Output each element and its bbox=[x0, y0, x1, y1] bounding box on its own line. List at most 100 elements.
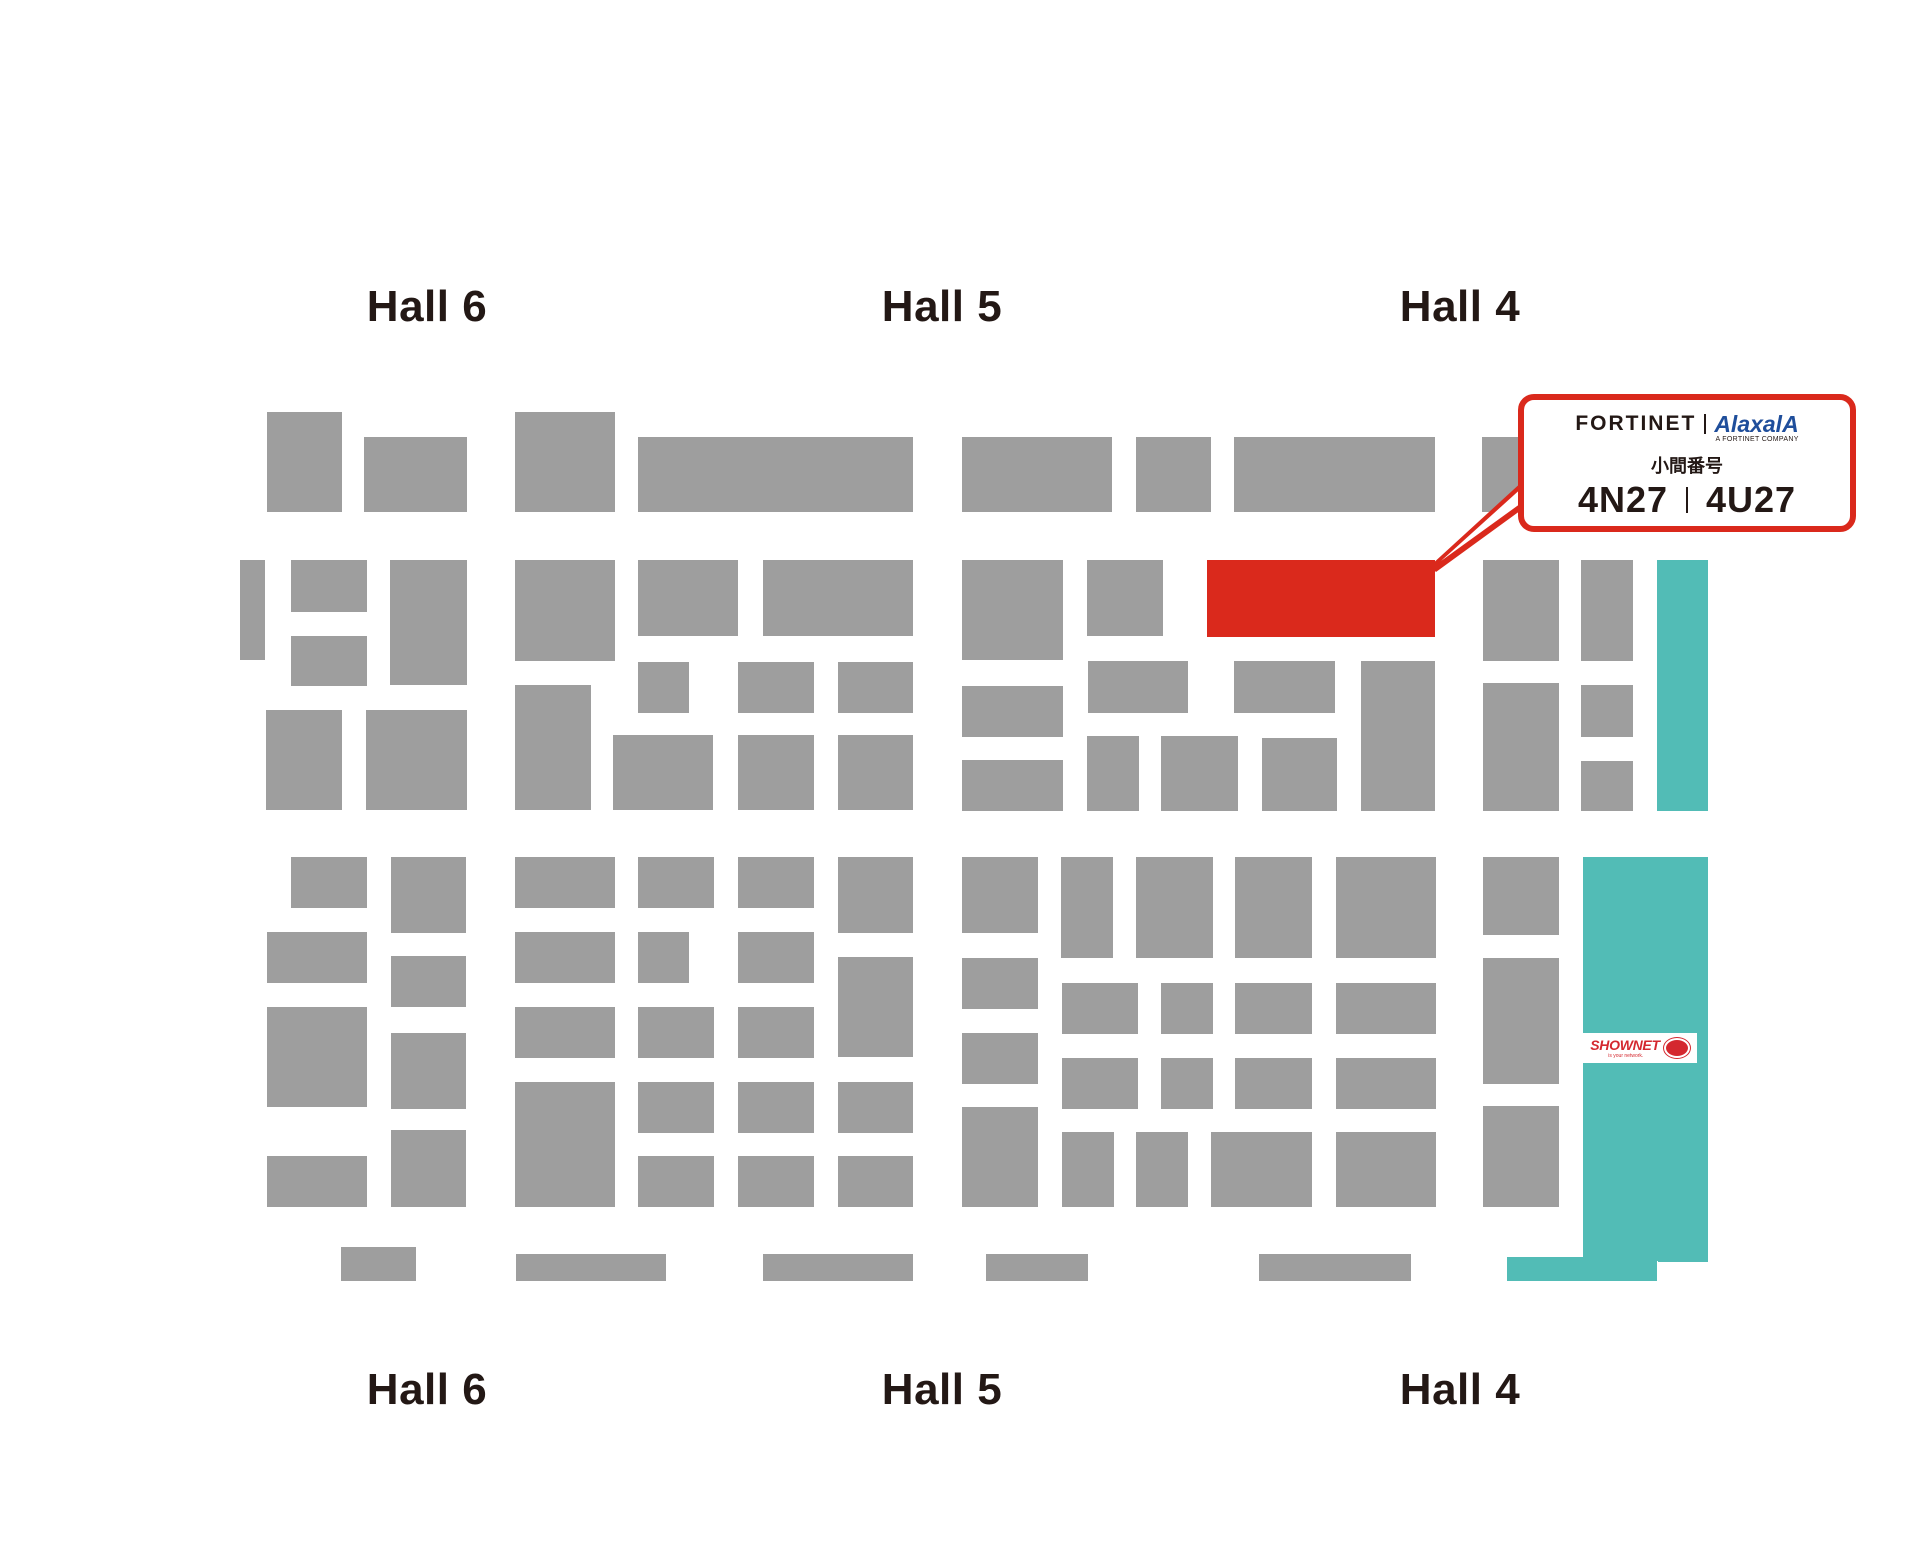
booth[interactable] bbox=[1482, 437, 1522, 512]
booth[interactable] bbox=[738, 1007, 814, 1058]
booth[interactable] bbox=[267, 1156, 367, 1207]
booth[interactable] bbox=[1062, 1132, 1114, 1207]
booth[interactable] bbox=[240, 560, 265, 660]
booth[interactable] bbox=[638, 560, 738, 636]
booth[interactable] bbox=[1483, 1106, 1559, 1207]
booth[interactable] bbox=[838, 735, 913, 810]
booth[interactable] bbox=[1161, 736, 1238, 811]
booth[interactable] bbox=[1483, 683, 1559, 811]
booth[interactable] bbox=[1262, 738, 1337, 811]
booth[interactable] bbox=[738, 932, 814, 983]
hall-5-label-top: Hall 5 bbox=[881, 282, 1003, 331]
booth[interactable] bbox=[1235, 857, 1312, 958]
booth[interactable] bbox=[1336, 857, 1436, 958]
booth[interactable] bbox=[1361, 661, 1435, 811]
booth[interactable] bbox=[763, 560, 913, 636]
booth[interactable] bbox=[366, 710, 467, 810]
booth[interactable] bbox=[1161, 1058, 1213, 1109]
booth[interactable] bbox=[341, 1247, 416, 1281]
booth[interactable] bbox=[738, 857, 814, 908]
booth[interactable] bbox=[1234, 661, 1335, 713]
booth[interactable] bbox=[638, 857, 714, 908]
booth[interactable] bbox=[962, 1107, 1038, 1207]
booth[interactable] bbox=[962, 437, 1112, 512]
booth[interactable] bbox=[738, 1156, 814, 1207]
booth[interactable] bbox=[962, 686, 1063, 737]
booth[interactable] bbox=[838, 1156, 913, 1207]
booth[interactable] bbox=[838, 857, 913, 933]
booth[interactable] bbox=[986, 1254, 1088, 1281]
booth[interactable] bbox=[962, 760, 1063, 811]
booth[interactable] bbox=[364, 437, 467, 512]
booth[interactable] bbox=[1483, 857, 1559, 935]
shownet-tagline: is your network. bbox=[1608, 1052, 1644, 1059]
booth[interactable] bbox=[391, 1033, 466, 1109]
booth[interactable] bbox=[838, 957, 913, 1057]
booth[interactable] bbox=[638, 662, 689, 713]
booth[interactable] bbox=[291, 560, 367, 612]
booth[interactable] bbox=[763, 1254, 913, 1281]
booth[interactable] bbox=[638, 932, 689, 983]
booth[interactable] bbox=[391, 956, 466, 1007]
booth[interactable] bbox=[1062, 1058, 1138, 1109]
booth[interactable] bbox=[1088, 661, 1188, 713]
booth[interactable] bbox=[515, 560, 615, 661]
booth[interactable] bbox=[1235, 1058, 1312, 1109]
booth[interactable] bbox=[515, 1007, 615, 1058]
booth[interactable] bbox=[1581, 560, 1633, 661]
booth[interactable] bbox=[1062, 983, 1138, 1034]
booth[interactable] bbox=[1336, 1132, 1436, 1207]
booth[interactable] bbox=[515, 932, 615, 983]
booth[interactable] bbox=[515, 685, 591, 810]
booth[interactable] bbox=[638, 1156, 714, 1207]
booth[interactable] bbox=[515, 1082, 615, 1207]
booth[interactable] bbox=[738, 662, 814, 713]
booth[interactable] bbox=[1336, 983, 1436, 1034]
hall-5-label-bottom: Hall 5 bbox=[881, 1365, 1003, 1414]
booth[interactable] bbox=[1161, 983, 1213, 1034]
booth[interactable] bbox=[962, 1033, 1038, 1084]
booth[interactable] bbox=[267, 932, 367, 983]
booth[interactable] bbox=[1234, 437, 1435, 512]
booth[interactable] bbox=[838, 1082, 913, 1133]
booth[interactable] bbox=[291, 857, 367, 908]
booth[interactable] bbox=[638, 1007, 714, 1058]
shownet-area-upper[interactable] bbox=[1657, 560, 1708, 811]
booth[interactable] bbox=[516, 1254, 666, 1281]
booth[interactable] bbox=[1136, 437, 1211, 512]
shownet-area-base[interactable] bbox=[1507, 1257, 1657, 1281]
booth[interactable] bbox=[962, 958, 1038, 1009]
booth[interactable] bbox=[1483, 560, 1559, 661]
shownet-logo-text: SHOWNET is your network. bbox=[1590, 1037, 1660, 1059]
booth[interactable] bbox=[962, 857, 1038, 933]
booth[interactable] bbox=[267, 412, 342, 512]
booth[interactable] bbox=[266, 710, 342, 810]
booth[interactable] bbox=[1061, 857, 1113, 958]
booth[interactable] bbox=[1087, 560, 1163, 636]
booth[interactable] bbox=[838, 662, 913, 713]
booth[interactable] bbox=[391, 1130, 466, 1207]
booth[interactable] bbox=[267, 1007, 367, 1107]
booth[interactable] bbox=[291, 636, 367, 686]
booth[interactable] bbox=[1211, 1132, 1312, 1207]
booth[interactable] bbox=[1581, 685, 1633, 737]
booth[interactable] bbox=[1087, 736, 1139, 811]
booth[interactable] bbox=[738, 735, 814, 810]
booth[interactable] bbox=[1483, 958, 1559, 1084]
booth[interactable] bbox=[613, 735, 713, 810]
booth[interactable] bbox=[1259, 1254, 1411, 1281]
booth[interactable] bbox=[1581, 761, 1633, 811]
booth[interactable] bbox=[962, 560, 1063, 660]
booth[interactable] bbox=[1336, 1058, 1436, 1109]
booth[interactable] bbox=[515, 857, 615, 908]
booth[interactable] bbox=[638, 437, 913, 512]
booth[interactable] bbox=[738, 1082, 814, 1133]
booth[interactable] bbox=[515, 412, 615, 512]
highlighted-booth-fortinet-alaxala[interactable] bbox=[1207, 560, 1435, 637]
booth[interactable] bbox=[638, 1082, 714, 1133]
booth[interactable] bbox=[1136, 857, 1213, 958]
booth[interactable] bbox=[390, 560, 467, 685]
booth[interactable] bbox=[1136, 1132, 1188, 1207]
booth[interactable] bbox=[1235, 983, 1312, 1034]
booth[interactable] bbox=[391, 857, 466, 933]
